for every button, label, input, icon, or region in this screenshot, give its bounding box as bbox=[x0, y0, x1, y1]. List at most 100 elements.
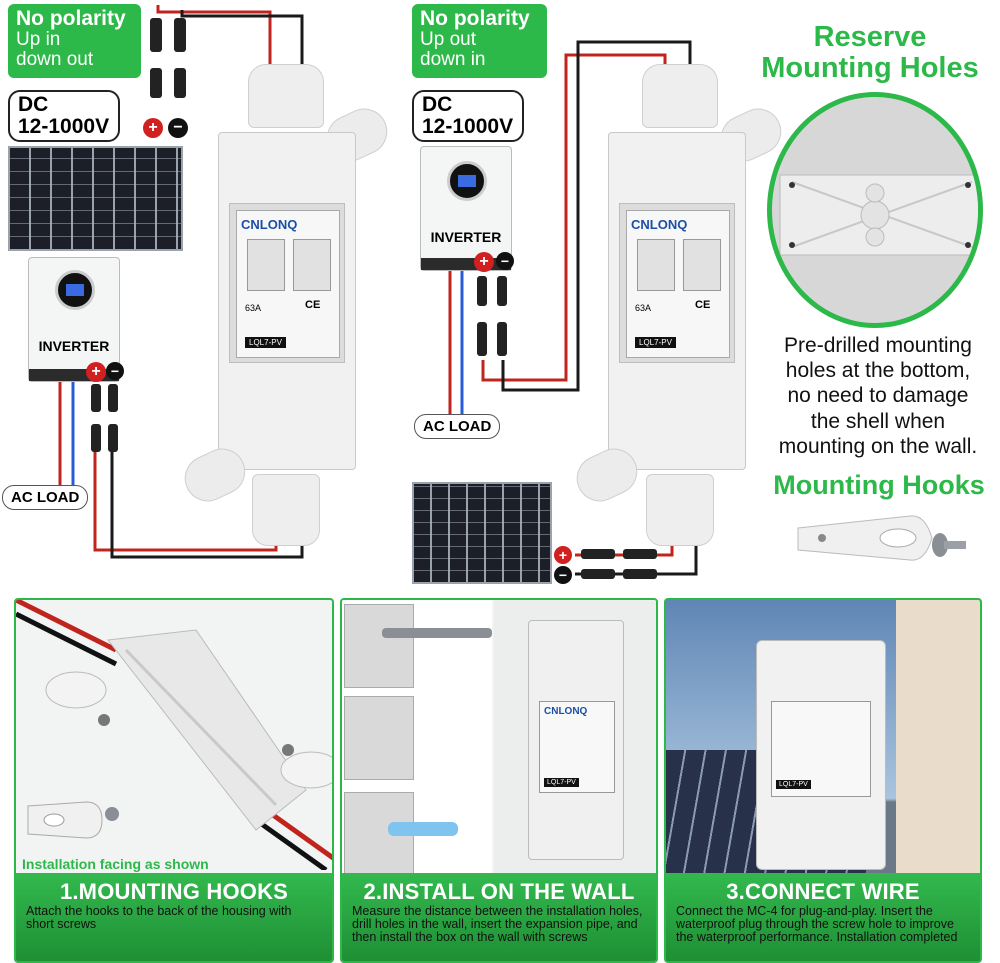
step-band-1: 1.MOUNTING HOOKS Attach the hooks to the… bbox=[16, 873, 332, 961]
mc4-connectors-inverter-left bbox=[91, 384, 118, 452]
wire-red-top-mid bbox=[481, 53, 667, 382]
solar-panel-left bbox=[8, 146, 183, 251]
ac-load-label-mid: AC LOAD bbox=[414, 414, 501, 439]
breaker-brand: CNLONQ bbox=[241, 217, 298, 232]
drill-bit-icon bbox=[382, 628, 492, 638]
desc-line: no need to damage bbox=[787, 384, 969, 408]
breaker-brand: CNLONQ bbox=[544, 706, 588, 717]
minus-terminal-icon: − bbox=[106, 362, 124, 380]
inverter-mid: INVERTER bbox=[420, 146, 512, 271]
hooks-installed-illustration bbox=[16, 600, 332, 870]
mounting-holes-zoom bbox=[767, 92, 983, 328]
solar-panel-mid bbox=[412, 482, 552, 584]
breaker-toggle-2 bbox=[683, 239, 721, 291]
wall-section-1 bbox=[344, 604, 414, 688]
cable-gland-bottom bbox=[252, 474, 320, 546]
desc-line: Pre-drilled mounting bbox=[784, 334, 972, 357]
installed-breaker: LQL7-PV bbox=[771, 701, 871, 797]
reserve-title-line2: Mounting Holes bbox=[761, 52, 979, 85]
breaker-toggle-1 bbox=[247, 239, 285, 291]
plus-terminal-icon: + bbox=[554, 546, 572, 564]
breaker-model: LQL7-PV bbox=[544, 778, 579, 787]
minus-terminal-icon: − bbox=[168, 118, 188, 138]
step-desc-1: Attach the hooks to the back of the hous… bbox=[26, 904, 292, 932]
mc4-connectors-top-left bbox=[150, 18, 186, 98]
step-panel-2: CNLONQ LQL7-PV 2.INSTALL ON THE WALL Mea… bbox=[340, 598, 658, 963]
step-panel-1: Installation facing as shown 1.MOUNTING … bbox=[14, 598, 334, 963]
step-title-3: 3.CONNECT WIRE bbox=[726, 879, 920, 904]
wire-black-bottom-left bbox=[110, 440, 304, 559]
dc-line2: 12-1000V bbox=[18, 115, 110, 139]
breaker-toggle-1 bbox=[637, 239, 675, 291]
wire-red-top-left bbox=[156, 5, 272, 70]
minus-terminal-icon: − bbox=[554, 566, 572, 584]
hook-with-screw-icon bbox=[27, 801, 119, 839]
polarity-line2: down out bbox=[16, 48, 94, 70]
dc-label-mid: DC 12-1000V bbox=[412, 90, 524, 143]
mounted-breaker: CNLONQ LQL7-PV bbox=[539, 701, 615, 793]
plus-terminal-icon: + bbox=[86, 362, 106, 382]
breaker-window: CNLONQ 63A CE LQL7-PV bbox=[229, 203, 345, 363]
installed-box: LQL7-PV bbox=[756, 640, 886, 870]
breaker-unit: CNLONQ 63A CE LQL7-PV bbox=[626, 210, 730, 358]
mounting-hook-icon bbox=[797, 515, 933, 561]
step-title-2: 2.INSTALL ON THE WALL bbox=[363, 879, 635, 904]
breaker-window: CNLONQ 63A CE LQL7-PV bbox=[619, 203, 735, 363]
breaker-ce: CE bbox=[695, 299, 711, 311]
plus-terminal-icon: + bbox=[143, 118, 163, 138]
inverter-left: INVERTER bbox=[28, 257, 120, 382]
polarity-line2: down in bbox=[420, 48, 486, 70]
polarity-tag-left: No polarity Up in down out bbox=[8, 4, 141, 78]
desc-line: holes at the bottom, bbox=[785, 359, 971, 383]
ac-load-label-left: AC LOAD bbox=[2, 485, 89, 510]
dc-line2: 12-1000V bbox=[422, 115, 514, 139]
step-title-1: 1.MOUNTING HOOKS bbox=[59, 879, 289, 904]
drill-steps bbox=[342, 600, 492, 880]
desc-line: mounting on the wall. bbox=[778, 434, 978, 458]
polarity-title: No polarity bbox=[420, 7, 530, 30]
dc-line1: DC bbox=[422, 93, 453, 116]
screw-icon bbox=[932, 533, 966, 557]
mc4-connectors-inverter-mid bbox=[477, 276, 507, 356]
breaker-box-left: CNLONQ 63A CE LQL7-PV bbox=[177, 64, 395, 564]
breaker-rating: 63A bbox=[245, 303, 262, 313]
breaker-model: LQL7-PV bbox=[635, 337, 676, 348]
installation-caption: Installation facing as shown bbox=[22, 856, 209, 872]
inverter-display-icon bbox=[447, 161, 487, 201]
polarity-line1: Up in bbox=[16, 29, 61, 51]
step-desc-3: Connect the MC-4 for plug-and-play. Inse… bbox=[676, 904, 958, 945]
step-desc-2: Measure the distance between the install… bbox=[352, 904, 643, 945]
step-band-3: 3.CONNECT WIRE Connect the MC-4 for plug… bbox=[666, 873, 980, 961]
mounted-box: CNLONQ LQL7-PV bbox=[528, 620, 624, 860]
step-band-2: 2.INSTALL ON THE WALL Measure the distan… bbox=[342, 873, 656, 961]
desc-line: the shell when bbox=[810, 409, 946, 433]
breaker-model: LQL7-PV bbox=[245, 337, 286, 348]
enclosure: CNLONQ 63A CE LQL7-PV bbox=[608, 132, 746, 470]
breaker-unit: CNLONQ 63A CE LQL7-PV bbox=[236, 210, 340, 358]
mounting-hooks-title: Mounting Hooks bbox=[773, 470, 985, 500]
dc-line1: DC bbox=[18, 93, 49, 116]
breaker-brand: CNLONQ bbox=[631, 217, 688, 232]
wire-black-top-left bbox=[180, 10, 304, 70]
enclosure: CNLONQ 63A CE LQL7-PV bbox=[218, 132, 356, 470]
breaker-toggle-2 bbox=[293, 239, 331, 291]
breaker-box-mid: CNLONQ 63A CE LQL7-PV bbox=[569, 64, 789, 564]
polarity-title: No polarity bbox=[16, 7, 126, 30]
reserve-holes-title: Reserve Mounting Holes bbox=[745, 21, 995, 85]
cable-gland-top bbox=[248, 64, 324, 128]
polarity-line1: Up out bbox=[420, 29, 476, 51]
polarity-tag-mid: No polarity Up out down in bbox=[412, 4, 547, 78]
inverter-display-icon bbox=[55, 270, 95, 310]
plus-terminal-icon: + bbox=[474, 252, 494, 272]
wall-install-photo: CNLONQ LQL7-PV bbox=[494, 600, 656, 880]
step-panel-3: LQL7-PV 3.CONNECT WIRE Connect the MC-4 … bbox=[664, 598, 982, 963]
wiring-layer bbox=[58, 5, 698, 576]
breaker-model: LQL7-PV bbox=[776, 780, 811, 789]
expansion-pipe-icon bbox=[388, 822, 458, 836]
cable-gland-top bbox=[642, 64, 718, 128]
mc4-connectors-panel-mid bbox=[581, 549, 657, 579]
house-wall bbox=[896, 600, 980, 880]
inverter-label: INVERTER bbox=[38, 338, 110, 354]
breaker-rating: 63A bbox=[635, 303, 652, 313]
wall-section-2 bbox=[344, 696, 414, 780]
